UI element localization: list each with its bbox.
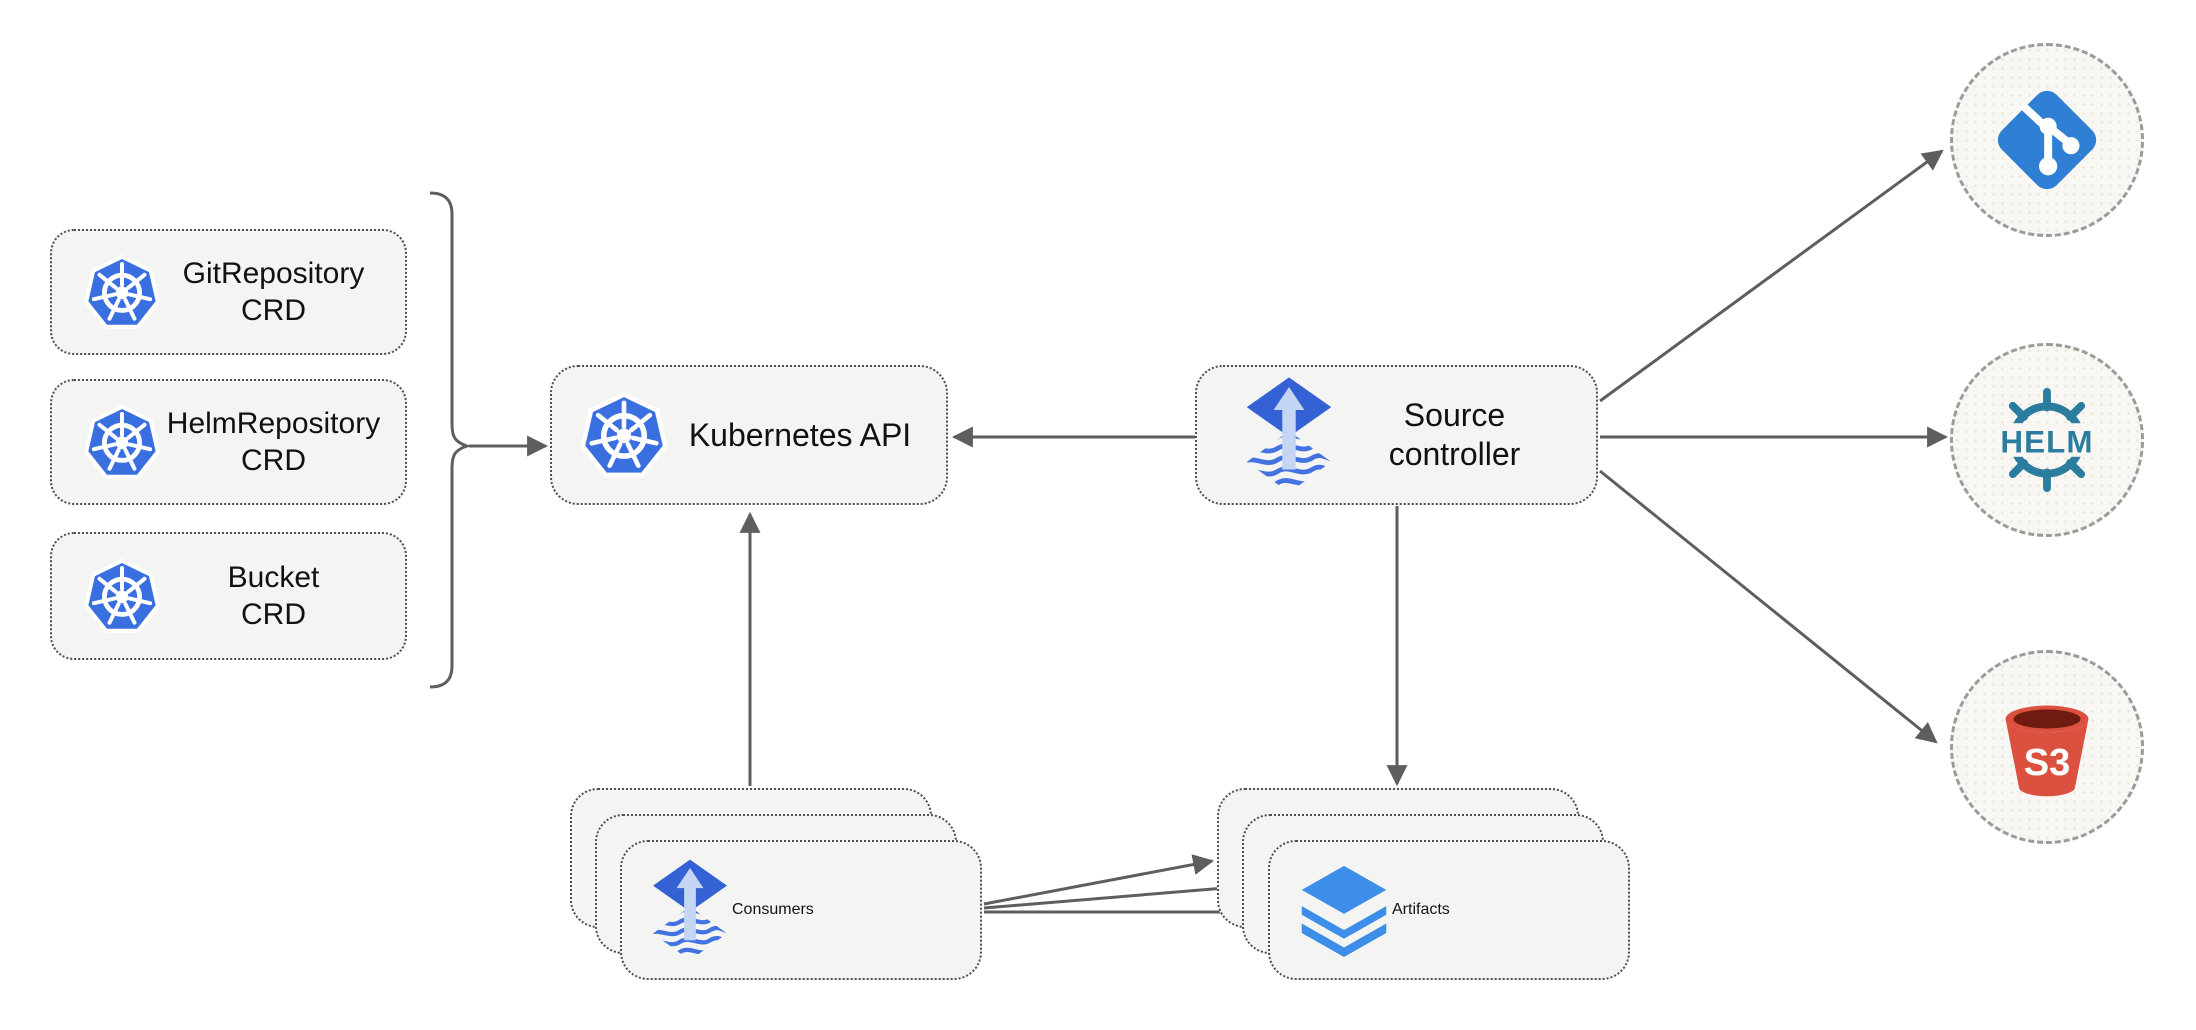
node-label: Kubernetes API xyxy=(688,416,912,453)
label-line1: GitRepository xyxy=(182,257,365,290)
layers-icon xyxy=(1296,862,1392,958)
arrow-source-controller-to-git xyxy=(1599,149,1944,403)
arrow-consumers-to-artifacts-2 xyxy=(983,878,1240,910)
label-line1: HelmRepository xyxy=(166,407,381,440)
arrow-source-controller-to-s3 xyxy=(1599,469,1938,744)
node-label: Bucket CRD xyxy=(162,559,405,633)
flux-icon xyxy=(648,859,732,961)
kubernetes-icon xyxy=(82,556,162,636)
kubernetes-icon xyxy=(82,252,162,332)
node-helmrepository-crd: HelmRepository CRD xyxy=(50,379,407,505)
label-line1: Bucket xyxy=(227,561,320,594)
kubernetes-icon xyxy=(82,402,162,482)
node-label: HelmRepository CRD xyxy=(162,405,405,479)
node-label: Source controller xyxy=(1337,396,1596,474)
node-label: GitRepository CRD xyxy=(162,255,405,329)
s3-bucket-icon: S3 xyxy=(1989,691,2105,803)
node-gitrepository-crd: GitRepository CRD xyxy=(50,229,407,355)
node-label: Consumers xyxy=(732,901,814,918)
node-source-controller: Source controller xyxy=(1195,365,1598,505)
stack-artifacts: Artifacts xyxy=(1217,788,1631,982)
node-bucket-crd: Bucket CRD xyxy=(50,532,407,660)
circle-s3: S3 xyxy=(1950,650,2144,844)
label-line2: CRD xyxy=(241,598,306,631)
label-line1: Source xyxy=(1403,397,1506,433)
label-line2: CRD xyxy=(241,294,306,327)
label-line2: CRD xyxy=(241,444,306,477)
circle-helm: HELM xyxy=(1950,343,2144,537)
arrow-consumers-to-artifacts-1 xyxy=(983,854,1215,906)
flux-icon xyxy=(1241,377,1337,493)
label-line2: controller xyxy=(1388,436,1521,472)
helm-icon: HELM xyxy=(1979,384,2115,496)
s3-logo-text: S3 xyxy=(2024,742,2071,784)
node-consumers: Consumers xyxy=(620,840,982,980)
kubernetes-icon xyxy=(578,389,670,481)
helm-logo-text: HELM xyxy=(2000,424,2093,459)
git-icon xyxy=(1990,83,2104,197)
node-artifacts: Artifacts xyxy=(1268,840,1630,980)
stack-consumers: Consumers xyxy=(570,788,984,982)
circle-git xyxy=(1950,43,2144,237)
node-label: Artifacts xyxy=(1392,901,1450,918)
node-kubernetes-api: Kubernetes API xyxy=(550,365,948,505)
crd-group-brace xyxy=(429,191,472,689)
